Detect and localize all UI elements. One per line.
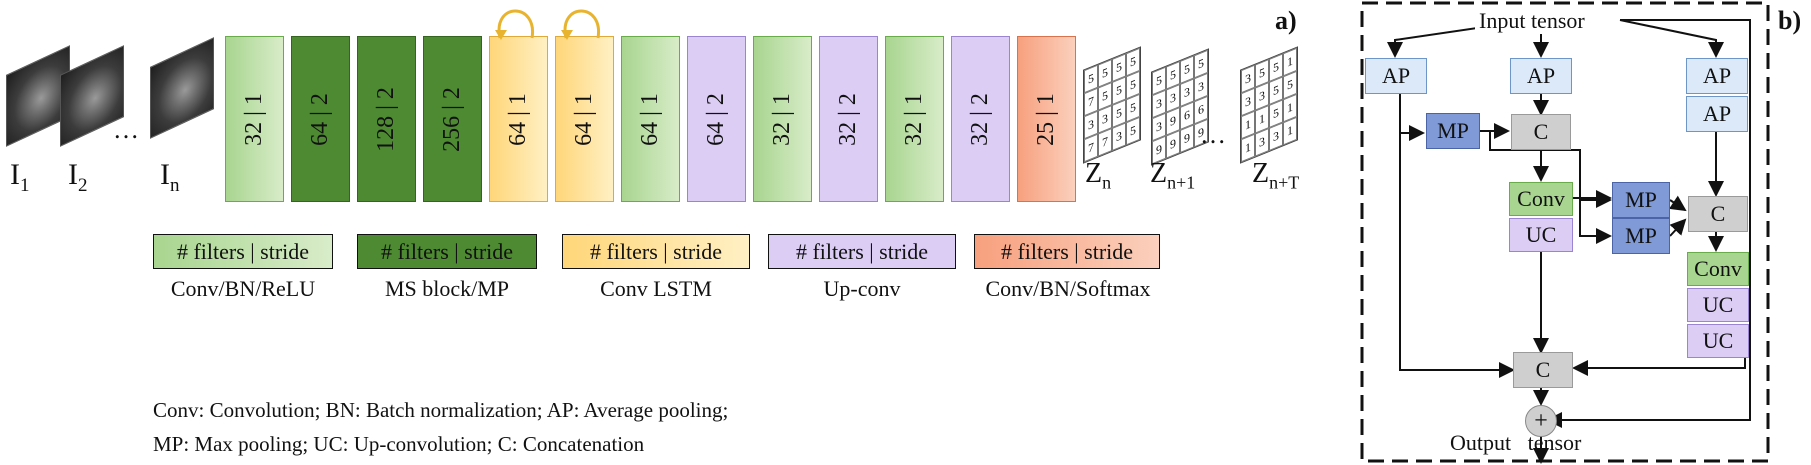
input-label-1: I1 xyxy=(10,158,30,196)
uc-box-right-1: UC xyxy=(1687,288,1749,322)
output-label-nT: Zn+T xyxy=(1252,158,1300,193)
abbrev-note-2: MP: Max pooling; UC: Up-convolution; C: … xyxy=(153,432,645,456)
mp-box-right-1: MP xyxy=(1612,182,1670,218)
mp-box-left: MP xyxy=(1426,113,1480,149)
recurrent-arrows xyxy=(495,9,600,40)
layer-13: 25 | 1 xyxy=(1017,36,1076,202)
ap-box-center: AP xyxy=(1510,58,1572,94)
mp-box-right-2: MP xyxy=(1612,218,1670,254)
legend-label-lstm: Conv LSTM xyxy=(600,276,712,301)
legend-label-conv: Conv/BN/ReLU xyxy=(170,276,316,301)
legend-box-ms: # filters | stride xyxy=(357,234,537,269)
legend-box-up: # filters | stride xyxy=(768,234,956,269)
uc-box-right-2: UC xyxy=(1687,324,1749,358)
uc-box-center: UC xyxy=(1509,218,1573,252)
ap-box-left: AP xyxy=(1365,58,1427,94)
panel-b-frame xyxy=(1360,1,1770,463)
legend-label-up: Up-conv xyxy=(823,276,901,301)
legend-label-ms: MS block/MP xyxy=(384,276,510,301)
panel-b-label: b) xyxy=(1778,6,1802,35)
concat-box-top: C xyxy=(1511,114,1571,150)
layer-7: 64 | 1 xyxy=(621,36,680,202)
legend-label-soft: Conv/BN/Softmax xyxy=(985,276,1151,301)
legend-box-lstm: # filters | stride xyxy=(562,234,750,269)
layer-11: 32 | 1 xyxy=(885,36,944,202)
input-dots: … xyxy=(113,115,141,144)
layer-10: 32 | 2 xyxy=(819,36,878,202)
output-dots: … xyxy=(1200,120,1228,149)
layer-9: 32 | 1 xyxy=(753,36,812,202)
ap-box-right-2: AP xyxy=(1686,96,1748,132)
concat-box-bottom: C xyxy=(1513,352,1573,388)
layer-12: 32 | 2 xyxy=(951,36,1010,202)
abbrev-note-1: Conv: Convolution; BN: Batch normalizati… xyxy=(153,398,729,422)
layer-5: 64 | 1 xyxy=(489,36,548,202)
recurrent-arrow-2-head xyxy=(561,30,573,40)
layer-3: 128 | 2 xyxy=(357,36,416,202)
panel-a-label: a) xyxy=(1275,6,1297,35)
output-label-n1: Zn+1 xyxy=(1150,158,1196,193)
recurrent-arrow-1-head xyxy=(495,30,507,40)
output-label-n: Zn xyxy=(1085,158,1112,193)
layer-1: 32 | 1 xyxy=(225,36,284,202)
ap-box-right-1: AP xyxy=(1686,58,1748,94)
concat-box-right: C xyxy=(1688,196,1748,232)
recurrent-arrow-1 xyxy=(497,9,534,39)
legend-box-soft: # filters | stride xyxy=(974,234,1160,269)
legend-box-conv: # filters | stride xyxy=(153,234,333,269)
conv-box-right: Conv xyxy=(1687,252,1749,286)
conv-box-center: Conv xyxy=(1509,182,1573,216)
input-label-n: In xyxy=(160,158,180,196)
sum-node: + xyxy=(1525,405,1557,437)
layer-8: 64 | 2 xyxy=(687,36,746,202)
input-tensor-label: Input tensor xyxy=(1475,8,1589,34)
output-tensor-label: Output tensor xyxy=(1450,430,1582,455)
input-label-2: I2 xyxy=(68,158,88,196)
layer-4: 256 | 2 xyxy=(423,36,482,202)
layer-2: 64 | 2 xyxy=(291,36,350,202)
layer-6: 64 | 1 xyxy=(555,36,614,202)
recurrent-arrow-2 xyxy=(563,9,600,39)
